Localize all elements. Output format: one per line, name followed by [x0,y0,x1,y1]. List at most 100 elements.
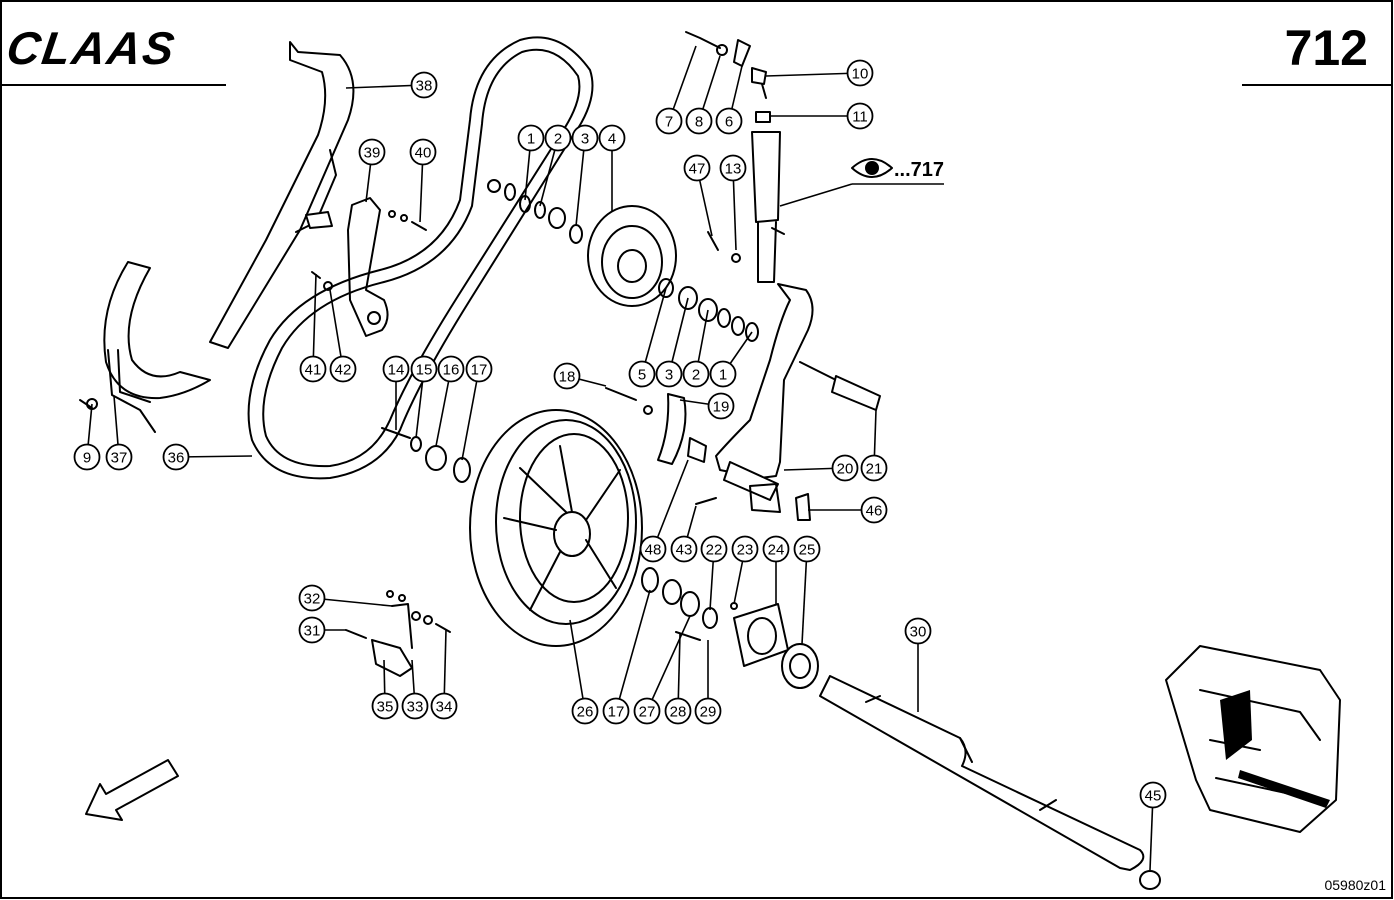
callout-36: 36 [162,443,190,471]
callout-label-23: 23 [737,542,754,559]
callout-circle-6 [715,107,743,135]
callout-16: 16 [437,355,465,383]
callout-circle-46 [860,496,888,524]
callout-label-17b: 17 [608,704,625,721]
callout-3a: 3 [571,124,599,152]
callout-8: 8 [685,107,713,135]
callout-5: 5 [628,360,656,388]
part-guide-strap [209,41,355,349]
callout-circle-3b [655,360,683,388]
cross-reference-label: ...717 [894,159,944,181]
callout-label-13: 13 [725,161,742,178]
callout-circle-28 [664,697,692,725]
callout-circle-1b [709,360,737,388]
callout-circle-31 [298,616,326,644]
callout-circle-14 [382,355,410,383]
callout-label-34: 34 [436,699,453,716]
callout-34: 34 [430,692,458,720]
callout-label-31: 31 [304,623,321,640]
callout-13: 13 [719,154,747,182]
callout-leader-17b [615,589,651,712]
callout-label-6: 6 [725,114,733,131]
callout-circle-4 [598,124,626,152]
part-small-fasteners [79,271,333,410]
callout-label-14: 14 [388,362,405,379]
callout-25: 25 [793,535,821,563]
callout-label-28: 28 [670,704,687,721]
callout-38: 38 [410,71,438,99]
callout-47: 47 [683,154,711,182]
callout-label-5: 5 [638,367,646,384]
callout-label-10: 10 [852,66,869,83]
part-shield [103,261,211,433]
callout-circle-47 [683,154,711,182]
callout-46: 46 [860,496,888,524]
brand-logo-text: CLAAS [4,22,180,74]
part-belt [247,36,594,480]
callout-label-30: 30 [910,624,927,641]
callout-label-48: 48 [645,542,662,559]
callout-leader-25 [801,548,808,645]
callout-label-7: 7 [665,114,673,131]
callout-1b: 1 [709,360,737,388]
callout-label-9: 9 [83,450,91,467]
callout-48: 48 [639,535,667,563]
callout-label-46: 46 [866,503,883,520]
callout-10: 10 [846,59,874,87]
callout-circle-32 [298,584,326,612]
callout-circle-33 [401,692,429,720]
callout-label-41: 41 [305,362,322,379]
callout-23: 23 [731,535,759,563]
callout-17b: 17 [602,697,630,725]
callout-label-16: 16 [443,362,460,379]
callout-4: 4 [598,124,626,152]
claas-logo: CLAAS [4,22,180,74]
callout-circle-38 [410,71,438,99]
callout-1a: 1 [517,124,545,152]
callout-leader-5 [641,287,667,375]
callout-2a: 2 [544,124,572,152]
callout-label-21: 21 [866,461,883,478]
callout-label-8: 8 [695,114,703,131]
eye-icon [851,158,893,178]
callout-17a: 17 [465,355,493,383]
callout-label-42: 42 [335,362,352,379]
callout-circle-36 [162,443,190,471]
callout-label-32: 32 [304,591,321,608]
callout-label-36: 36 [168,450,185,467]
callout-label-27: 27 [639,704,656,721]
callout-35: 35 [371,692,399,720]
callout-33: 33 [401,692,429,720]
callout-circle-27 [633,697,661,725]
callout-37: 37 [105,443,133,471]
callout-label-18: 18 [559,369,576,386]
cross-reference-leader [779,183,853,207]
callout-leader-41 [312,273,317,370]
part-bracket [347,197,427,337]
callout-label-19: 19 [713,399,730,416]
callout-leader-17a [461,368,480,461]
callout-27: 27 [633,697,661,725]
callout-26: 26 [571,697,599,725]
callout-circle-24 [762,535,790,563]
callout-label-35: 35 [377,699,394,716]
callout-circle-10 [846,59,874,87]
callout-leader-48 [652,459,689,550]
callout-circle-20 [831,454,859,482]
callout-2b: 2 [682,360,710,388]
callout-circle-17b [602,697,630,725]
callout-circle-13 [719,154,747,182]
part-tension-arm [715,283,881,521]
callout-42: 42 [329,355,357,383]
callout-circle-1a [517,124,545,152]
callout-32: 32 [298,584,326,612]
callout-19: 19 [707,392,735,420]
callout-circle-19 [707,392,735,420]
callout-circle-7 [655,107,683,135]
part-idler-pulley [487,179,759,342]
callout-leader-3a [575,137,586,227]
callout-circle-18 [553,362,581,390]
callout-circle-17a [465,355,493,383]
callout-circle-16 [437,355,465,383]
